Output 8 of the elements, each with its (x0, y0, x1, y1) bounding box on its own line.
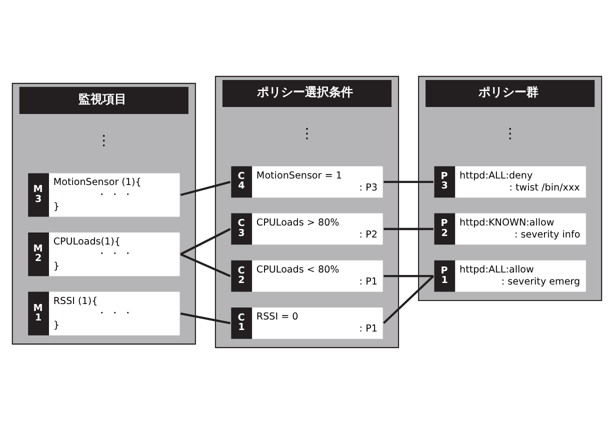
connector (384, 227, 434, 230)
connector (384, 274, 434, 277)
label: ⋮ (96, 132, 111, 149)
connector (384, 180, 434, 183)
label: ⋮ (503, 126, 518, 142)
label: ⋮ (300, 126, 314, 142)
connector (382, 274, 434, 324)
connector (180, 252, 231, 277)
